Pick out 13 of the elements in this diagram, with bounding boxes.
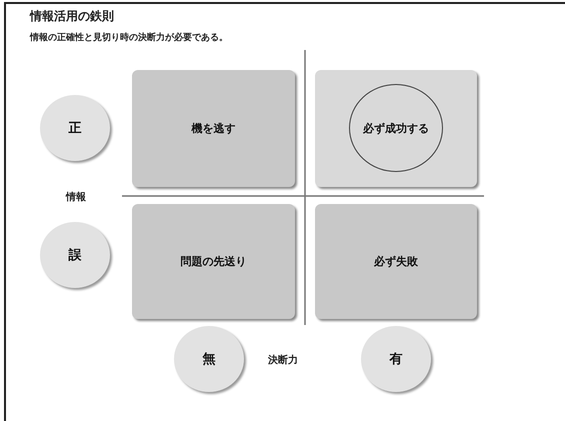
subtitle: 情報の正確性と見切り時の決断力が必要である。: [30, 31, 228, 44]
quadrant-box: 問題の先送り: [132, 204, 295, 319]
title: 情報活用の鉄則: [30, 8, 114, 25]
quadrant-box: 必ず失敗: [315, 204, 477, 319]
quadrant-box: [315, 70, 477, 187]
axis-label: 決断力: [268, 354, 298, 367]
ellipse-node: 必ず成功する: [349, 84, 443, 172]
circle-node: 無: [174, 326, 244, 392]
circle-node: 正: [40, 95, 110, 161]
quadrant-box: 機を逃す: [132, 70, 295, 187]
circle-node: 誤: [40, 222, 110, 288]
circle-node: 有: [361, 326, 431, 392]
axis-label: 情報: [66, 190, 86, 204]
